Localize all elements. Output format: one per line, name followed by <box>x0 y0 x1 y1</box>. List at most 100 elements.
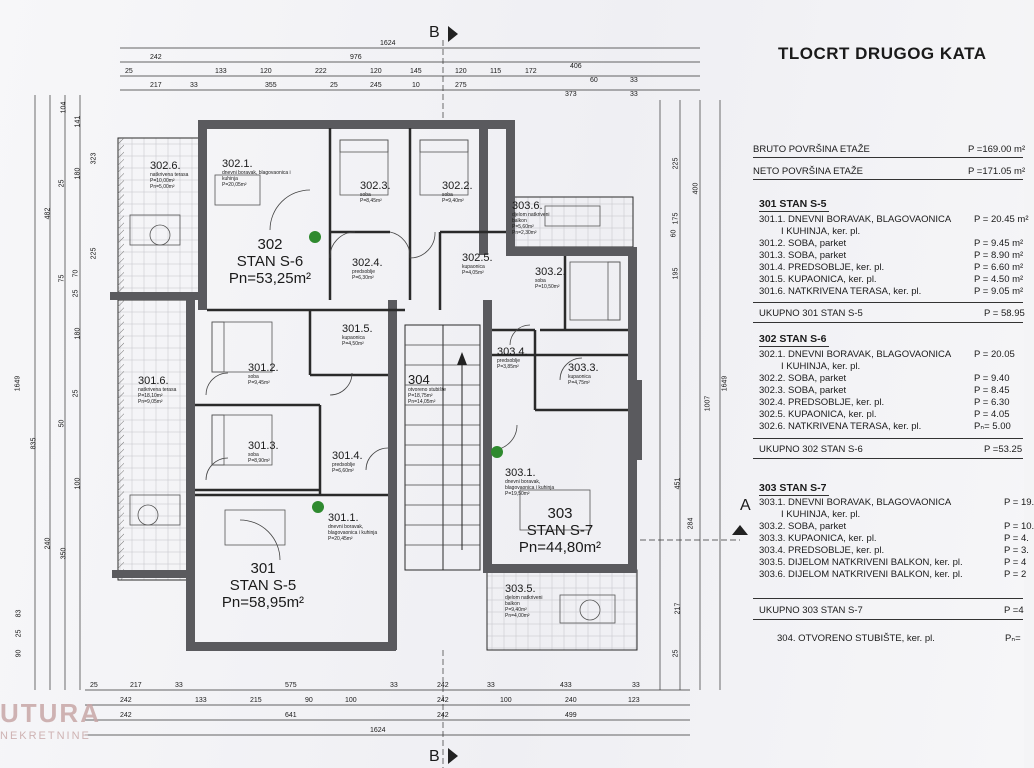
room-id: 302.3. <box>360 180 391 192</box>
room-id: 303.3. <box>568 362 599 374</box>
section-arrow-bottom <box>448 748 458 764</box>
room-302-4: 302.4. predsoblje P=6,30m² <box>352 257 383 281</box>
dim-bottom: 100 <box>345 697 357 704</box>
apartment-302: 302 STAN S-6 Pn=53,25m² <box>210 236 330 287</box>
dim-right: 225 <box>672 157 680 170</box>
divider <box>753 438 1023 439</box>
row-value: P = 4. <box>1004 533 1029 544</box>
room-id: 303.5. <box>505 583 536 595</box>
legend-row: 302.6. NATKRIVENA TERASA, ker. pl.Pₙ= 5.… <box>759 421 1011 432</box>
divider <box>753 322 1023 323</box>
apartment-301: 301 STAN S-5 Pn=58,95m² <box>203 560 323 611</box>
bruto-row: BRUTO POVRŠINA ETAŽE P =169.00 m² <box>753 144 1025 155</box>
door-swings <box>205 189 583 561</box>
row-value: P = 20.45 m² <box>974 214 1029 225</box>
divider <box>753 458 1023 459</box>
room-area-net: Pn=14,05m² <box>408 399 436 405</box>
total-value: P =53.25 <box>984 444 1023 455</box>
dim-left: 141 <box>74 115 82 128</box>
legend-row: 302.5. KUPAONICA, ker. pl.P = 4.05 <box>759 409 1009 420</box>
section-arrow-top <box>448 26 458 42</box>
legend-row: 303.5. DIJELOM NATKRIVENI BALKON, ker. p… <box>759 557 1026 568</box>
dim-bottom: 242 <box>120 697 132 704</box>
dim-left: 104 <box>60 101 68 114</box>
room-id: 301.3. <box>248 440 279 452</box>
room-301-4: 301.4. predsoblje P=6,60m² <box>332 450 363 474</box>
dim-bottom: 575 <box>285 682 297 689</box>
dim-top: 242 <box>150 54 162 61</box>
dim-top: 222 <box>315 68 327 75</box>
row-value: P = 4.05 <box>974 409 1010 420</box>
dim-left: 835 <box>30 437 38 450</box>
dim-left: 1649 <box>14 375 22 392</box>
dim-top: 120 <box>260 68 272 75</box>
row-label: 303.6. DIJELOM NATKRIVENI BALKON, ker. p… <box>759 569 963 580</box>
dim-top: 217 <box>150 82 162 89</box>
dim-top: 33 <box>630 77 638 84</box>
divider <box>759 346 829 347</box>
dim-bottom: 242 <box>437 712 449 719</box>
room-area: P=9,40m² <box>505 607 527 613</box>
dim-left: 323 <box>90 152 98 165</box>
room-area: P=8,90m² <box>248 458 270 464</box>
row-label: 303.3. KUPAONICA, ker. pl. <box>759 533 877 544</box>
room-area-net: Pn=9,05m² <box>138 399 163 405</box>
dim-top: 275 <box>455 82 467 89</box>
section-mark-top: B <box>429 24 440 41</box>
room-area: P=4,75m² <box>568 380 590 386</box>
apartment-name: STAN S-7 <box>526 522 594 539</box>
dim-left: 25 <box>15 629 23 638</box>
room-area-net: Pn=4,00m² <box>505 613 530 619</box>
dim-bottom: 100 <box>500 697 512 704</box>
dim-bottom: 33 <box>390 682 398 689</box>
room-id: 301.1. <box>328 512 359 524</box>
room-area: P=3,85m² <box>497 364 519 370</box>
dim-top: 406 <box>570 63 582 70</box>
terrace-301-6 <box>117 299 191 581</box>
room-303-3: 303.3. kupaonica P=4,75m² <box>568 362 599 386</box>
legend-row: 303.4. PREDSOBLJE, ker. pl.P = 3. <box>759 545 1029 556</box>
dim-top: 976 <box>350 54 362 61</box>
dim-right: 1007 <box>704 395 712 412</box>
row-value: P = 8.90 m² <box>974 250 1024 261</box>
room-area: P=18,75m² <box>408 393 433 399</box>
room-area-net: Pn=5,00m² <box>150 184 175 190</box>
room-301-1: 301.1. dnevni boravak, blagovaonica i ku… <box>328 512 383 542</box>
dim-bottom: 215 <box>250 697 262 704</box>
dim-lines <box>34 40 740 768</box>
dim-left: 25 <box>72 289 80 298</box>
row-value: P = 9.40 <box>974 373 1010 384</box>
section-head-s6: 302 STAN S-6 <box>759 333 827 345</box>
room-id: 301.6. <box>138 375 169 387</box>
legend-row: 301.6. NATKRIVENA TERASA, ker. pl.P = 9.… <box>759 286 1023 297</box>
dim-bottom: 90 <box>305 697 313 704</box>
room-302-2: 302.2. soba P=9,40m² <box>442 180 473 204</box>
stair-value: Pₙ= <box>1005 633 1021 644</box>
dim-bottom: 433 <box>560 682 572 689</box>
row-value: P = 9.05 m² <box>974 286 1024 297</box>
watermark-sub: NEKRETNINE <box>0 730 91 742</box>
row-label: I KUHINJA, ker. pl. <box>781 509 861 520</box>
dim-top: 355 <box>265 82 277 89</box>
room-id: 302.2. <box>442 180 473 192</box>
total-label: UKUPNO 301 STAN S-5 <box>759 308 863 319</box>
room-desc: djelom natkriveni balkon <box>512 212 550 224</box>
dim-right: 284 <box>687 517 695 530</box>
room-desc: dnevni boravak, blagovaonica i kuhinja <box>222 170 291 182</box>
walls <box>110 120 642 651</box>
row-label: 303.5. DIJELOM NATKRIVENI BALKON, ker. p… <box>759 557 963 568</box>
row-label: 302.6. NATKRIVENA TERASA, ker. pl. <box>759 421 922 432</box>
room-desc: kupaonica <box>342 335 365 341</box>
row-value: P = 4 <box>1004 557 1027 568</box>
dim-right: 60 <box>670 229 678 238</box>
dim-top: 33 <box>190 82 198 89</box>
section-mark-right: A <box>740 497 751 514</box>
room-id: 302.1. <box>222 158 253 170</box>
dim-top: 120 <box>370 68 382 75</box>
apartment-name: STAN S-5 <box>229 577 297 594</box>
